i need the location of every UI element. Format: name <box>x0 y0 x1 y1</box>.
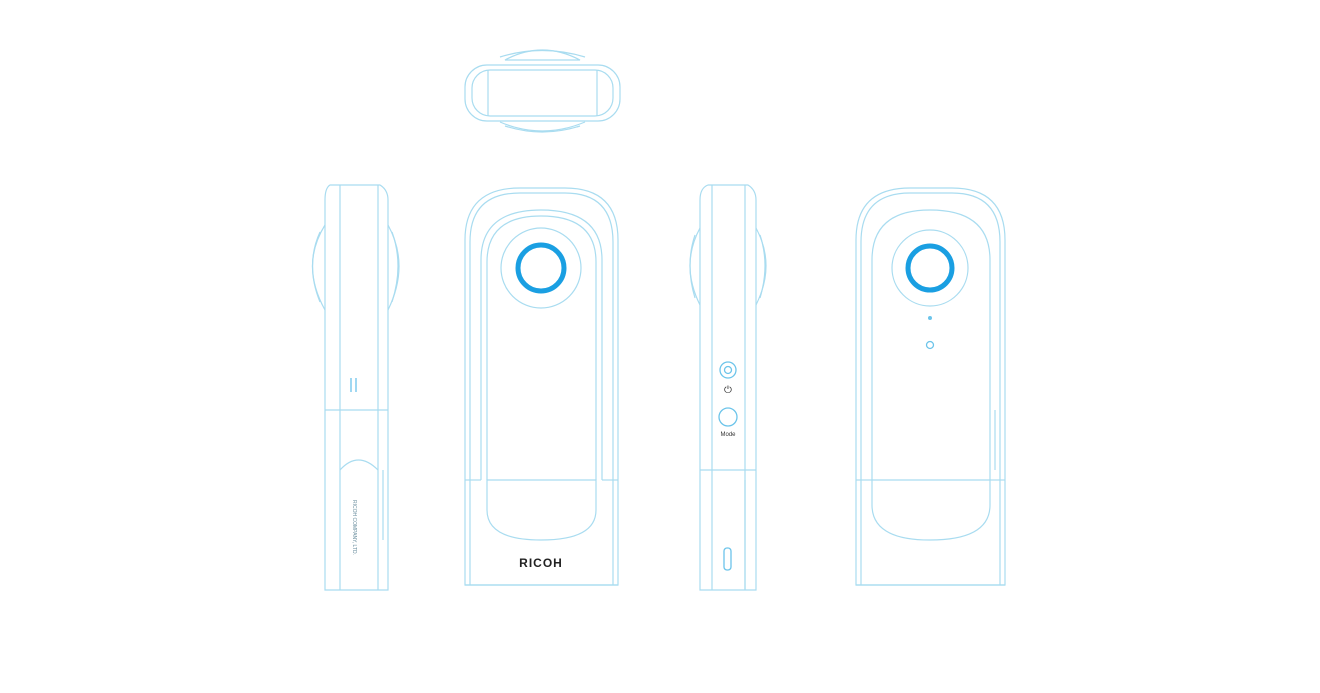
right-side-view: ⏻ Mode <box>689 184 767 591</box>
ricoh-logo: RICOH <box>519 556 563 570</box>
power-icon: ⏻ <box>724 385 732 396</box>
front-view: RICOH <box>464 187 619 586</box>
top-view <box>464 49 621 133</box>
usb-port <box>723 547 732 571</box>
side-engraving-text: RICOH COMPANY, LTD. <box>351 500 357 555</box>
microphone-hole <box>925 340 935 350</box>
left-side-view: RICOH COMPANY, LTD. <box>311 184 400 591</box>
back-view <box>855 187 1006 586</box>
status-led <box>928 316 932 320</box>
mode-label: Mode <box>720 432 736 438</box>
power-button[interactable] <box>719 361 737 379</box>
mode-button[interactable] <box>718 407 738 427</box>
